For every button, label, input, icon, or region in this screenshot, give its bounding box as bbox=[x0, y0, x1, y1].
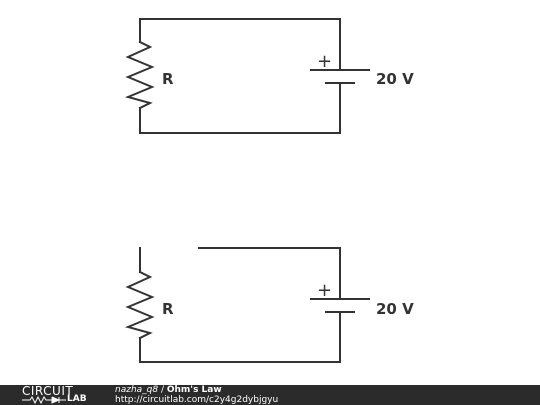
circuit-1: + R 20 V bbox=[124, 18, 414, 134]
circuit-1-wire-top bbox=[139, 18, 341, 71]
circuit-url-link[interactable]: http://circuitlab.com/c2y4g2dybjgyu bbox=[115, 395, 279, 405]
circuit-credits: nazha_q8 / Ohm's Law http://circuitlab.c… bbox=[115, 386, 278, 405]
logo-text-lab: LAB bbox=[67, 394, 87, 404]
author-name[interactable]: nazha_q8 bbox=[115, 385, 159, 395]
circuit-2-wire-bottom bbox=[139, 311, 341, 363]
circuit-1-wire-bottom bbox=[139, 82, 341, 134]
circuitlab-logo[interactable]: CIRCUIT LAB bbox=[22, 385, 102, 404]
footer-bar: CIRCUIT LAB nazha_q8 / Ohm's Law http://… bbox=[0, 385, 540, 405]
circuit-1-resistor-label: R bbox=[162, 70, 174, 88]
circuit-2-wire-top bbox=[198, 247, 341, 300]
circuit-2-resistor-label: R bbox=[162, 300, 174, 318]
logo-waveform-icon bbox=[22, 396, 66, 404]
circuit-2-battery-label: 20 V bbox=[376, 300, 414, 318]
circuit-title[interactable]: Ohm's Law bbox=[166, 385, 222, 395]
schematic-canvas: + R 20 V + R 20 V bbox=[124, 18, 414, 363]
circuit-1-battery-plus: + bbox=[317, 51, 332, 72]
circuit-1-resistor bbox=[124, 40, 155, 110]
circuit-1-battery-label: 20 V bbox=[376, 70, 414, 88]
circuit-2-resistor bbox=[124, 270, 155, 340]
circuit-2: + R 20 V bbox=[124, 247, 414, 363]
credit-separator: / bbox=[158, 385, 167, 395]
circuit-2-battery-plus: + bbox=[317, 280, 332, 301]
logo-text-circuit: CIRCUIT bbox=[22, 385, 74, 398]
